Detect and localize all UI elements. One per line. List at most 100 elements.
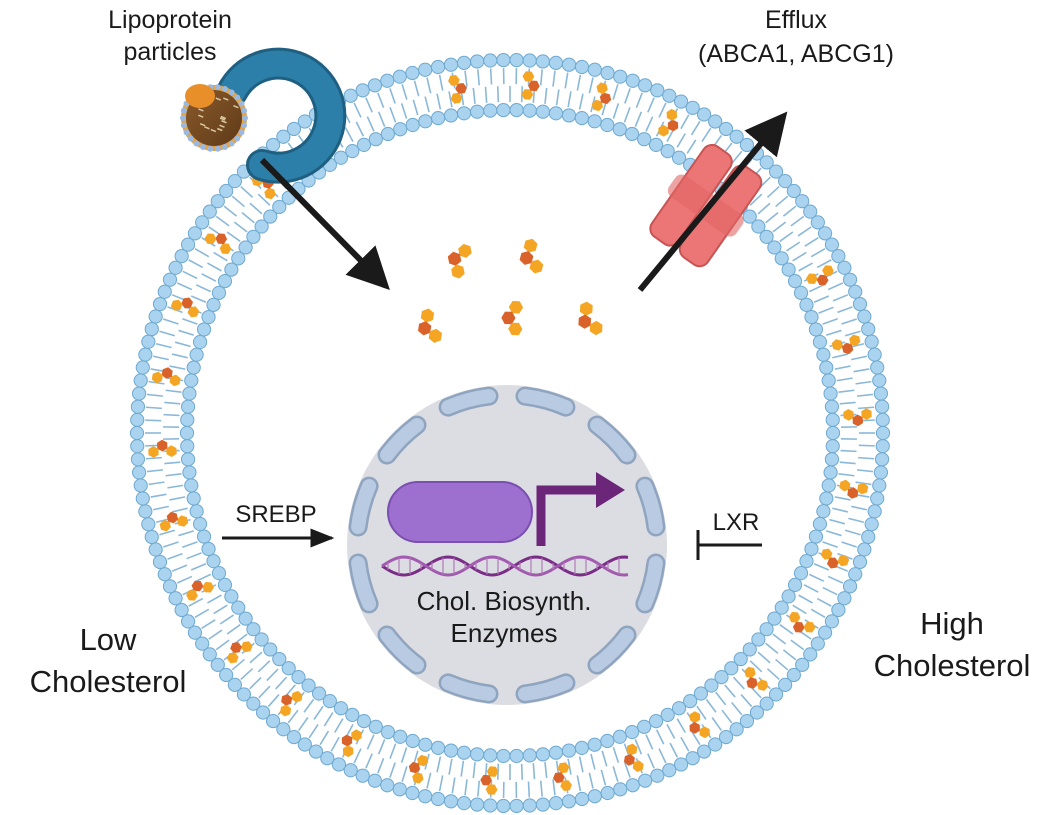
core-lipid (223, 97, 229, 101)
lipid-head (574, 110, 589, 126)
lipid-tail (624, 88, 631, 104)
lipid-tail (532, 763, 536, 780)
lipid-tail (810, 247, 826, 258)
lipid-head (708, 737, 723, 752)
lipid-head (131, 465, 147, 480)
lipid-tail (201, 273, 217, 282)
membrane-cholesterol (159, 511, 189, 532)
sterol-ring (176, 515, 189, 527)
lipid-head (852, 296, 868, 312)
lipid-tail (634, 111, 643, 127)
lipid-head (751, 632, 766, 647)
lipid-tail (215, 639, 230, 651)
lipid-head (231, 251, 246, 266)
lipid-head (380, 778, 395, 793)
lipid-head (201, 309, 216, 325)
lipid-tail (816, 597, 832, 607)
membrane-cholesterol (623, 743, 644, 772)
lipid-head (650, 83, 665, 98)
core-lipid (221, 120, 227, 124)
sterol-ring (166, 445, 177, 457)
sterol-ring (191, 580, 204, 592)
lipid-head (418, 62, 433, 77)
lipid-tail (810, 608, 826, 619)
membrane-cholesterol (170, 297, 200, 318)
lipid-head (297, 737, 312, 752)
lipid-head (483, 103, 498, 118)
lipid-tail (377, 739, 386, 755)
sterol-ring (157, 439, 168, 452)
lipid-tail (588, 77, 594, 94)
lipid-head (874, 399, 890, 414)
lipid-tail (401, 766, 408, 782)
lipid-head (246, 229, 261, 244)
lipid-tail (856, 469, 874, 473)
lipid-head (174, 248, 189, 264)
lipid-head (418, 789, 433, 804)
phospholipid-dot (241, 107, 248, 114)
lipid-head (496, 748, 511, 764)
lipid-head (367, 78, 382, 93)
lipid-tail (195, 573, 212, 582)
lipid-head (848, 567, 863, 582)
phospholipid-dot (238, 129, 245, 136)
lipid-head (301, 678, 316, 693)
lipid-tail (827, 282, 844, 291)
sterol-ring (523, 238, 538, 253)
sterol-ring (428, 328, 442, 343)
lipid-head (825, 425, 841, 441)
lipid-tail (145, 406, 162, 410)
lipid-head (767, 611, 782, 626)
lipid-head (810, 215, 825, 230)
lipid-tail (803, 584, 819, 593)
lipid-head (548, 55, 564, 70)
lipid-head (612, 122, 627, 137)
sterol-ring (450, 92, 463, 104)
lipid-head (574, 59, 590, 75)
lipid-tail (844, 529, 861, 536)
lipid-tail (426, 77, 432, 94)
lipid-head (281, 661, 296, 676)
low-cholesterol-label-line1: Low (80, 622, 137, 657)
lipid-tail (308, 724, 319, 739)
lipid-tail (724, 684, 736, 698)
lipid-tail (832, 507, 849, 513)
lipid-tail (448, 91, 453, 108)
sterol-ring (458, 243, 472, 258)
lipid-tail (389, 88, 396, 104)
lipid-head (443, 57, 459, 72)
membrane-cholesterol (806, 265, 834, 286)
lipid-tail (578, 756, 584, 773)
lipid-tail (792, 604, 807, 615)
lipid-head (180, 237, 196, 252)
lipid-head (345, 144, 360, 159)
lipid-tail (711, 717, 723, 732)
sterol-ring (240, 641, 253, 653)
lipid-tail (834, 496, 851, 501)
lipid-head (759, 229, 774, 244)
lipid-tail (840, 449, 857, 453)
lipid-tail (765, 642, 779, 655)
lipid-head (368, 132, 383, 147)
lipid-head (184, 373, 199, 388)
lipid-head (739, 713, 755, 729)
lipid-tail (798, 262, 813, 272)
lipid-head (522, 53, 537, 68)
cholesterol-molecule (418, 308, 442, 343)
sterol-ring (169, 374, 181, 387)
lipid-tail (851, 505, 868, 511)
lipid-tail (146, 469, 164, 473)
lipid-head (693, 686, 709, 701)
lipid-head (162, 579, 178, 594)
lipid-head (192, 334, 208, 350)
lipid-tail (240, 668, 254, 681)
lipid-head (138, 504, 153, 519)
sterol-ring (579, 301, 593, 316)
lipid-head (810, 636, 825, 651)
lipid-tail (163, 413, 180, 417)
lipid-tail (790, 639, 805, 651)
lipid-tail (832, 353, 849, 359)
lipid-head (380, 126, 396, 142)
lipid-tail (775, 195, 789, 208)
lipid-head (129, 425, 145, 441)
